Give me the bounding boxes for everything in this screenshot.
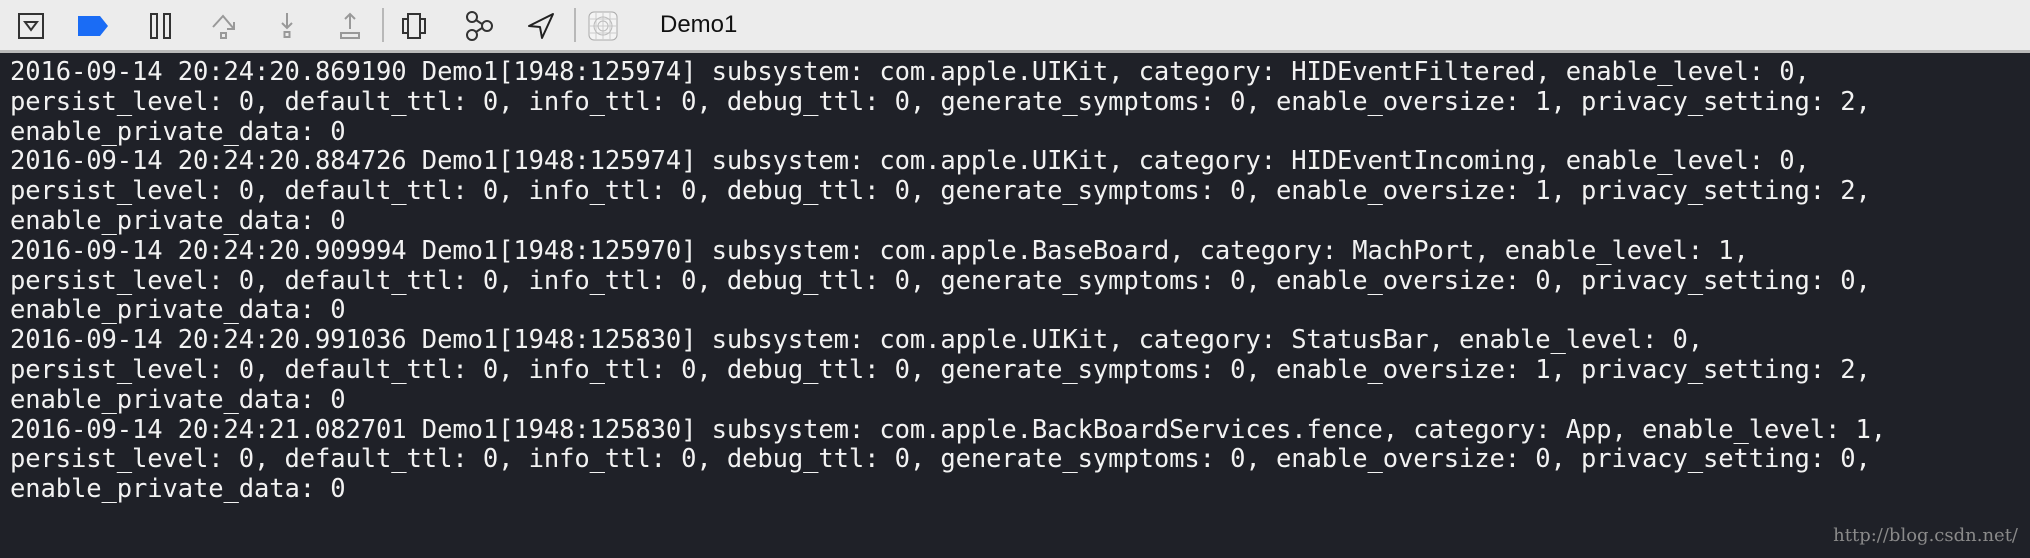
pause-icon[interactable] [144,9,178,43]
simulate-location-icon[interactable] [524,9,558,43]
console-line: persist_level: 0, default_ttl: 0, info_t… [10,444,1871,475]
console-line: enable_private_data: 0 [10,384,346,415]
target-name[interactable]: Demo1 [660,11,738,38]
console-line: 2016-09-14 20:24:20.909994 Demo1[1948:12… [10,235,1749,266]
console-line: 2016-09-14 20:24:20.991036 Demo1[1948:12… [10,325,1704,356]
debug-toolbar: Demo1 [0,0,2030,53]
toolbar-separator [382,8,384,42]
step-out-icon[interactable] [333,9,367,43]
console-line: enable_private_data: 0 [10,116,346,147]
console-line: enable_private_data: 0 [10,295,346,326]
console-line: 2016-09-14 20:24:20.869190 Demo1[1948:12… [10,57,1810,87]
console-line: enable_private_data: 0 [10,474,346,505]
watermark: http://blog.csdn.net/ [1833,525,2018,546]
view-hierarchy-icon[interactable] [397,9,431,43]
console-line: persist_level: 0, default_ttl: 0, info_t… [10,354,1871,385]
console-line: 2016-09-14 20:24:21.082701 Demo1[1948:12… [10,414,1887,445]
console-line: persist_level: 0, default_ttl: 0, info_t… [10,86,1871,117]
toolbar-separator [574,8,576,42]
app-icon [586,9,620,43]
console-line: 2016-09-14 20:24:20.884726 Demo1[1948:12… [10,146,1810,177]
console-line: persist_level: 0, default_ttl: 0, info_t… [10,176,1871,207]
breakpoints-icon[interactable] [76,9,110,43]
console-output[interactable]: 2016-09-14 20:24:20.869190 Demo1[1948:12… [10,57,2030,505]
console-line: persist_level: 0, default_ttl: 0, info_t… [10,265,1871,296]
memory-graph-icon[interactable] [462,9,496,43]
hide-console-icon[interactable] [14,9,48,43]
step-into-icon[interactable] [270,9,304,43]
console-line: enable_private_data: 0 [10,205,346,236]
step-over-icon[interactable] [208,9,242,43]
